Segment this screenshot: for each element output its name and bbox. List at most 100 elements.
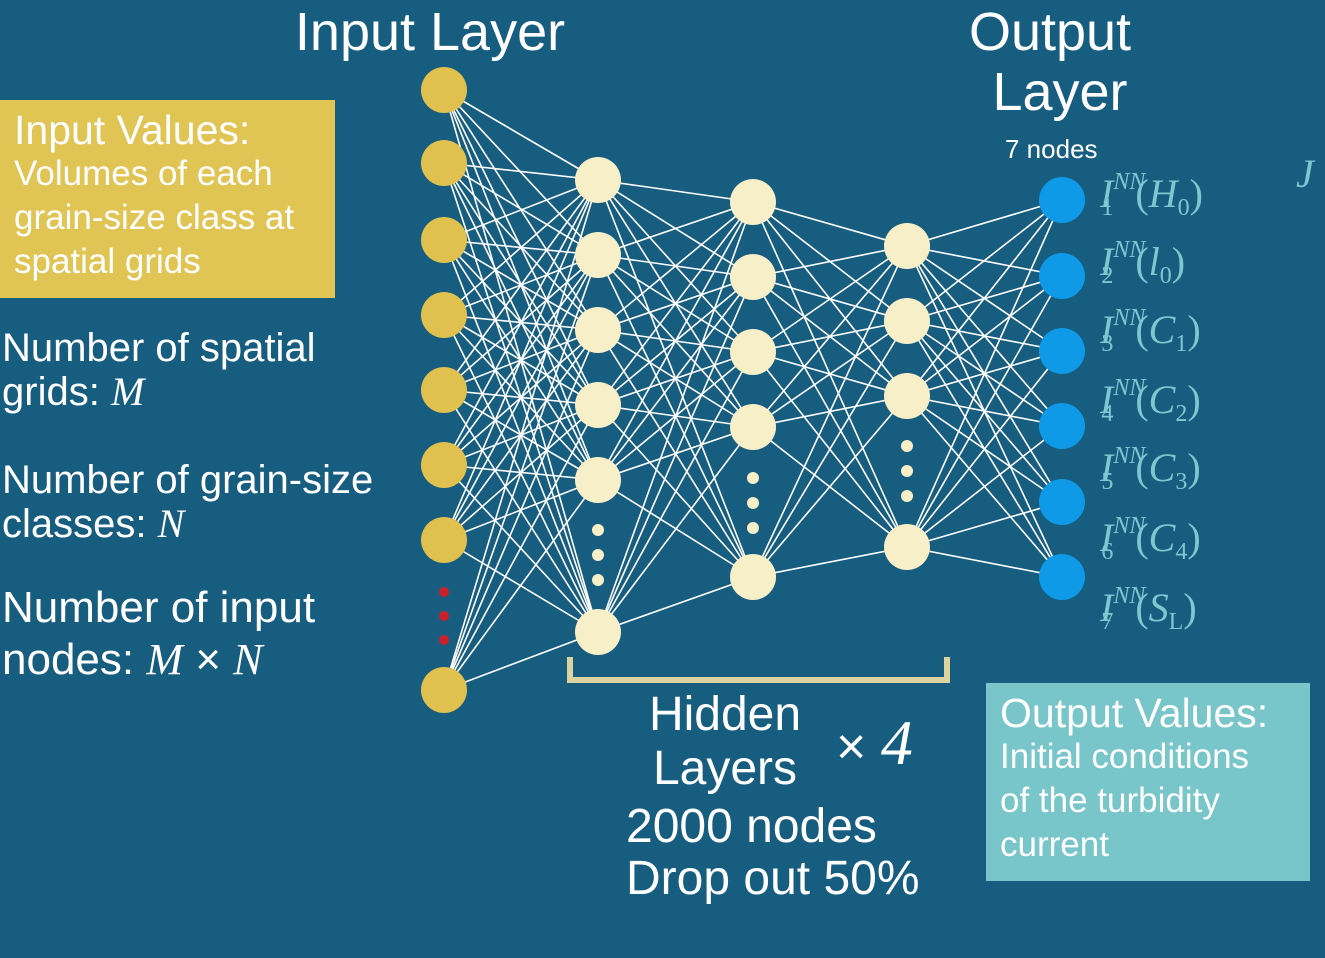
connection-edge xyxy=(597,201,754,481)
connection-edge xyxy=(906,350,1063,548)
output-node xyxy=(1039,328,1085,374)
input-nodes-text: Number of input nodes: M × N xyxy=(2,582,315,686)
input-values-line: spatial grids xyxy=(14,242,201,281)
hidden-node xyxy=(884,524,930,570)
output-label: INN5(C3) xyxy=(1100,443,1201,495)
connection-edge xyxy=(752,245,908,428)
hidden-node xyxy=(575,609,621,655)
grain-size-line2: classes: N xyxy=(2,501,185,547)
connection-edge xyxy=(752,245,908,353)
output-label: INN2(l0) xyxy=(1100,237,1186,289)
connection-edge xyxy=(752,201,908,247)
connection-edge xyxy=(443,179,599,391)
connection-edge xyxy=(752,245,908,578)
output-node xyxy=(1039,403,1085,449)
input-node xyxy=(421,140,467,186)
grain-size-line1: Number of grain-size xyxy=(2,458,374,502)
output-values-line: of the turbidity xyxy=(1000,781,1220,820)
connection-edge xyxy=(597,276,754,633)
input-nodes-line2: nodes: M × N xyxy=(2,635,263,684)
connection-edge xyxy=(752,546,908,578)
ellipsis-dot xyxy=(592,574,604,586)
connection-edge xyxy=(752,245,908,278)
connection-edge xyxy=(443,479,599,691)
connection-edge xyxy=(752,320,908,428)
output-node xyxy=(1039,253,1085,299)
output-values-line: Initial conditions xyxy=(1000,737,1250,776)
connection-edge xyxy=(597,426,754,633)
connection-edge xyxy=(443,162,599,181)
input-node xyxy=(421,517,467,563)
hidden-label-line2: Layers xyxy=(652,742,798,795)
connection-edge xyxy=(906,199,1063,397)
input-values-heading: Input Values: xyxy=(14,107,251,153)
connection-edge xyxy=(443,329,599,691)
connection-edge xyxy=(443,179,599,691)
output-node xyxy=(1039,554,1085,600)
connection-edge xyxy=(443,254,599,691)
output-values-line: current xyxy=(1000,825,1109,864)
ellipsis-dot xyxy=(592,549,604,561)
output-node-count: 7 nodes xyxy=(1005,134,1098,164)
hidden-node xyxy=(575,232,621,278)
connection-edge xyxy=(597,576,754,633)
input-values-line: Volumes of each xyxy=(14,154,273,193)
connection-edge xyxy=(906,199,1063,247)
hidden-node xyxy=(730,179,776,225)
output-node xyxy=(1039,479,1085,525)
ellipsis-dot xyxy=(439,635,449,645)
input-node xyxy=(421,367,467,413)
ellipsis-dot xyxy=(901,490,913,502)
output-layer-title-line1: Output xyxy=(968,2,1132,62)
connection-edge xyxy=(597,201,754,256)
hidden-node xyxy=(884,373,930,419)
hidden-node-count: 2000 nodes xyxy=(626,800,877,853)
connection-edge xyxy=(597,351,754,633)
input-values-box: Input Values: Volumes of each grain-size… xyxy=(0,100,335,298)
connection-edge xyxy=(906,501,1063,548)
connection-edge xyxy=(906,199,1063,548)
hidden-layers-bracket xyxy=(567,657,950,683)
ellipsis-dot xyxy=(747,522,759,534)
ellipsis-dot xyxy=(439,611,449,621)
hidden-node xyxy=(884,223,930,269)
input-node xyxy=(421,667,467,713)
hidden-node xyxy=(575,157,621,203)
grain-size-text: Number of grain-size classes: N xyxy=(2,458,373,546)
output-label: INN6(C4) xyxy=(1100,513,1201,565)
spatial-grids-text: Number of spatial grids: M xyxy=(2,326,315,414)
ellipsis-dot xyxy=(747,472,759,484)
ellipsis-dot xyxy=(439,587,449,597)
connection-edge xyxy=(443,254,599,541)
input-node xyxy=(421,67,467,113)
hidden-node xyxy=(730,254,776,300)
connection-edge xyxy=(752,320,908,578)
hidden-node xyxy=(730,554,776,600)
output-layer-title-line2: Layer xyxy=(992,62,1128,122)
connection-edge xyxy=(906,425,1063,548)
hidden-layer-multiplier: × 4 xyxy=(836,707,913,778)
input-nodes-line1: Number of input xyxy=(2,583,316,632)
ellipsis-dot xyxy=(901,465,913,477)
input-node xyxy=(421,442,467,488)
spatial-grids-line2: grids: M xyxy=(2,369,145,415)
dropout-rate: Drop out 50% xyxy=(626,852,920,905)
ellipsis-dot xyxy=(747,497,759,509)
connection-edge xyxy=(443,179,599,466)
corner-letter: J xyxy=(1296,151,1314,196)
hidden-node xyxy=(730,329,776,375)
connection-edge xyxy=(597,179,754,203)
hidden-node xyxy=(730,404,776,450)
connection-edge xyxy=(443,179,599,541)
connection-edge xyxy=(906,275,1063,397)
output-label: INN1(H0) xyxy=(1100,169,1203,221)
input-node xyxy=(421,292,467,338)
hidden-node xyxy=(575,307,621,353)
hidden-node xyxy=(575,457,621,503)
connection-edge xyxy=(443,179,599,316)
output-label: INN3(C1) xyxy=(1100,305,1201,357)
connection-edge xyxy=(443,179,599,241)
connection-edge xyxy=(443,89,599,181)
hidden-layers-label: Hidden Layers xyxy=(620,688,830,796)
connection-edge xyxy=(443,404,599,691)
